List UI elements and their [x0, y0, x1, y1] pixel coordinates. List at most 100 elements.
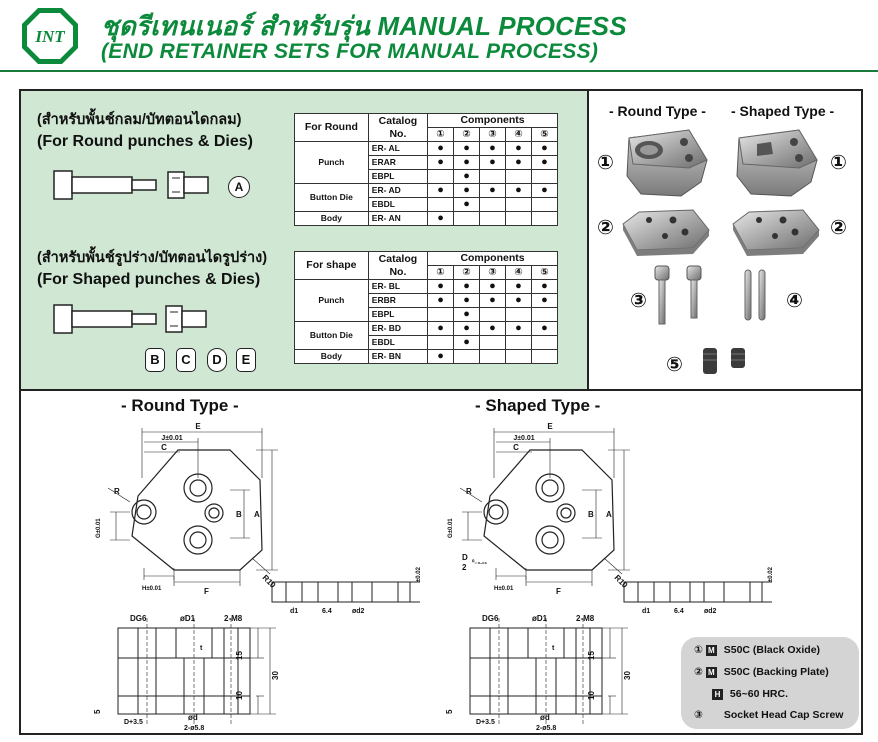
included-dot: ●	[530, 293, 559, 308]
material-mark-icon: M	[705, 666, 717, 678]
dim-phi-d2: ød2	[352, 608, 365, 615]
included-dot: ●	[505, 183, 532, 198]
backing-plate-round	[622, 209, 710, 256]
catalog-code: ER- BN	[367, 349, 429, 364]
legend-text: S50C (Black Oxide)	[723, 644, 821, 656]
dim-2-M8: 2-M8	[224, 614, 243, 623]
empty-cell	[530, 197, 559, 212]
legend-num: ③	[694, 709, 703, 721]
photo-label-3: ③	[630, 290, 647, 312]
empty-cell	[505, 169, 532, 184]
round-punch-illustration	[53, 170, 209, 200]
empty-cell	[530, 349, 559, 364]
legend-num: ②	[694, 666, 703, 678]
included-dot: ●	[479, 321, 506, 336]
included-dot: ●	[453, 197, 481, 212]
vertical-divider	[587, 91, 589, 389]
included-dot: ●	[453, 169, 481, 184]
table-row: EBPL●	[295, 169, 559, 184]
dim-2-phi-58: 2-ø5.8	[536, 725, 556, 732]
dim-C: C	[161, 443, 167, 452]
legend-text: 56~60 HRC.	[729, 688, 788, 700]
dim-D-half: D	[462, 553, 468, 562]
component-num: ②	[453, 265, 481, 280]
included-dot: ●	[530, 279, 559, 294]
set-screws	[703, 348, 745, 374]
included-dot: ●	[427, 321, 455, 336]
catalog-code: ERBR	[367, 293, 429, 308]
included-dot: ●	[453, 293, 481, 308]
component-num: ④	[505, 127, 532, 142]
empty-cell	[479, 307, 506, 322]
included-dot: ●	[505, 141, 532, 156]
group-label: Button Die	[294, 321, 369, 350]
component-num: ④	[505, 265, 532, 280]
table-row: ERAR●●●●●	[295, 155, 559, 170]
component-num: ③	[479, 127, 506, 142]
col-for-round: For Round	[294, 113, 369, 142]
empty-cell	[479, 197, 506, 212]
dim-R: R	[466, 487, 472, 496]
included-dot: ●	[453, 183, 481, 198]
included-dot: ●	[505, 155, 532, 170]
included-dot: ●	[505, 279, 532, 294]
shape-tag-e: E	[236, 348, 256, 372]
photo-label-4: ④	[786, 290, 803, 312]
retainer-body-shaped	[736, 129, 818, 197]
drawing-title-shaped: - Shaped Type -	[475, 396, 601, 415]
included-dot: ●	[427, 155, 455, 170]
dim-D-half-denominator: 2	[462, 563, 467, 572]
col-for-shape: For shape	[294, 251, 369, 280]
page-title-thai: ชุดรีเทนเนอร์ สำหรับรุ่น MANUAL PROCESS	[101, 11, 627, 41]
dim-J: J±0.01	[161, 435, 182, 442]
dim-30: 30	[271, 671, 280, 680]
empty-cell	[479, 349, 506, 364]
empty-cell	[479, 169, 506, 184]
component-num: ②	[453, 127, 481, 142]
dim-H: H±0.01	[142, 586, 162, 592]
cap-screws	[654, 265, 702, 325]
dim-A: A	[254, 510, 260, 519]
empty-cell	[479, 211, 506, 226]
empty-cell	[505, 211, 532, 226]
photo-label-5: ⑤	[666, 354, 683, 376]
included-dot: ●	[505, 321, 532, 336]
dim-15: 15	[235, 651, 244, 660]
svg-text:INT: INT	[34, 27, 65, 46]
catalog-code: EBDL	[367, 335, 429, 350]
catalog-code: ER- AN	[367, 211, 429, 226]
page-title-english: (END RETAINER SETS FOR MANUAL PROCESS)	[101, 40, 599, 63]
legend-row-2: ② M S50C (Backing Plate)	[694, 666, 829, 678]
dim-t: t	[552, 645, 555, 652]
dim-2-phi-58: 2-ø5.8	[184, 725, 204, 732]
dim-10: 10	[235, 691, 244, 700]
photo-title-shaped: - Shaped Type -	[731, 103, 835, 119]
component-num: ③	[479, 265, 506, 280]
col-components: Components	[427, 113, 558, 128]
col-catalog-no: Catalog No.	[367, 251, 429, 280]
table-row: EBPL●	[295, 307, 559, 322]
catalog-code: ER- BL	[367, 279, 429, 294]
catalog-code: ER- AD	[367, 183, 429, 198]
shape-catalog-table: For shape Catalog No. Components ① ② ③ ④…	[294, 251, 559, 364]
shape-tag-c: C	[176, 348, 196, 372]
group-label: Button Die	[294, 183, 369, 212]
dim-10: 10	[587, 691, 596, 700]
material-mark-icon: M	[705, 644, 717, 656]
components-photo	[622, 129, 820, 374]
empty-cell	[427, 335, 455, 350]
empty-cell	[427, 197, 455, 212]
shape-heading-thai: (สำหรับพั้นช์รูปร่าง/บัทตอนไดรูปร่าง)	[37, 250, 268, 266]
included-dot: ●	[530, 321, 559, 336]
empty-cell	[505, 335, 532, 350]
shape-tag-b: B	[145, 348, 165, 372]
empty-cell	[530, 169, 559, 184]
dim-J: J±0.01	[513, 435, 534, 442]
legend-row-3: H 56~60 HRC.	[712, 688, 788, 700]
group-label: Body	[294, 211, 369, 226]
component-num: ⑤	[530, 265, 559, 280]
dim-R: R	[114, 487, 120, 496]
included-dot: ●	[427, 293, 455, 308]
shape-heading-english: (For Shaped punches & Dies)	[37, 271, 261, 288]
